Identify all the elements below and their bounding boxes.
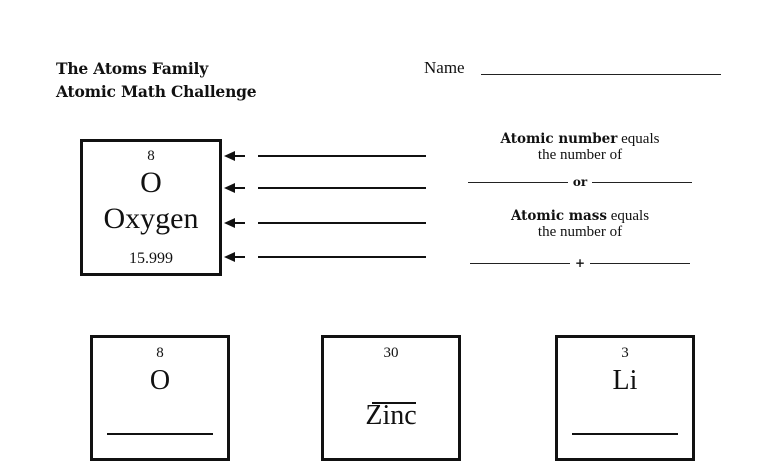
name-label: Name: [424, 58, 465, 77]
element-symbol: Li: [612, 365, 638, 396]
arrow-left-icon: [224, 251, 426, 263]
atomic-number: 8: [147, 148, 155, 164]
challenge-tile-oxygen: 8 O: [90, 335, 230, 461]
title-line-1: The Atoms Family: [56, 59, 209, 78]
element-name-blank[interactable]: [572, 433, 678, 435]
blank-2[interactable]: [592, 182, 693, 183]
answer-line-2[interactable]: [258, 187, 426, 189]
element-symbol-blank[interactable]: [372, 402, 416, 404]
or-word: or: [572, 175, 588, 189]
plus-sign: +: [574, 256, 586, 270]
blank-3[interactable]: [469, 263, 570, 264]
atomic-mass-rule: Atomic mass equals the number of: [510, 208, 650, 240]
atomic-number-term: Atomic number: [500, 131, 618, 147]
atomic-mass-term: Atomic mass: [510, 208, 607, 224]
arrow-left-icon: [224, 217, 426, 229]
challenge-tile-zinc: 30 Zinc: [321, 335, 461, 461]
element-name: Oxygen: [103, 202, 199, 235]
example-element-tile: 8 O Oxygen 15.999: [80, 139, 222, 276]
atomic-mass: 15.999: [129, 250, 173, 267]
element-name-blank[interactable]: [107, 433, 213, 435]
worksheet-title: The Atoms Family Atomic Math Challenge: [56, 57, 257, 103]
answer-line-4[interactable]: [258, 256, 426, 258]
atomic-number: 3: [621, 345, 629, 361]
title-line-2: Atomic Math Challenge: [56, 82, 257, 101]
name-blank-line[interactable]: [481, 74, 721, 75]
atomic-number-rule: Atomic number equals the number of: [500, 131, 660, 163]
atomic-mass-blanks: +: [450, 256, 710, 270]
atomic-number: 30: [383, 345, 399, 361]
answer-line-3[interactable]: [258, 222, 426, 224]
element-symbol: O: [149, 365, 171, 396]
blank-4[interactable]: [590, 263, 691, 264]
atomic-number-blanks: or: [450, 175, 710, 189]
atomic-number: 8: [156, 345, 164, 361]
element-name: Zinc: [365, 400, 417, 431]
arrow-left-icon: [224, 182, 426, 194]
blank-1[interactable]: [467, 182, 568, 183]
element-symbol: O: [140, 166, 162, 199]
arrow-left-icon: [224, 150, 426, 162]
answer-line-1[interactable]: [258, 155, 426, 157]
challenge-tile-lithium: 3 Li: [555, 335, 695, 461]
